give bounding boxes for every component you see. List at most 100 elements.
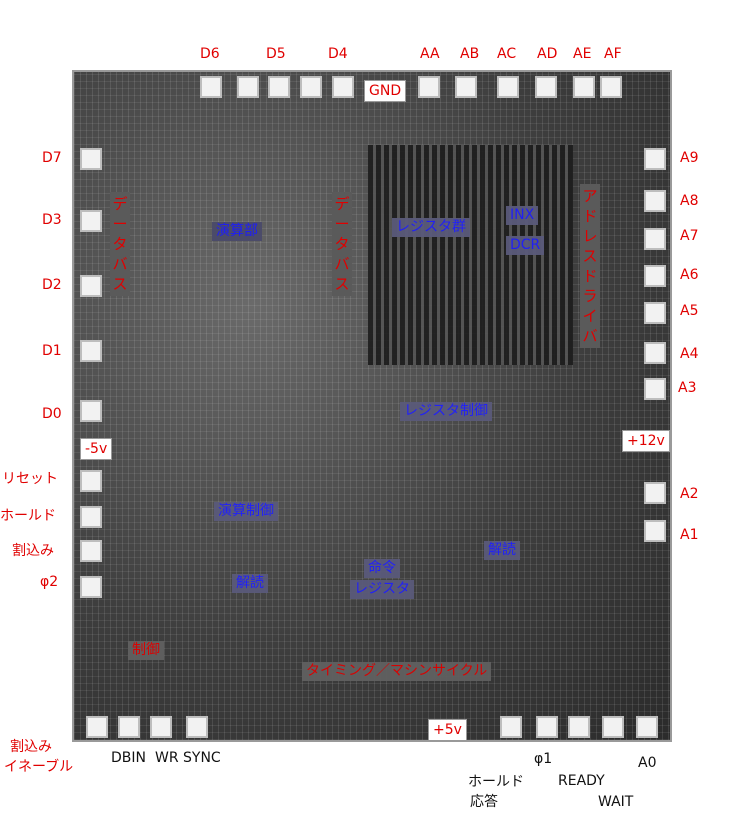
- pin-label-d6: D6: [200, 46, 220, 62]
- databus_mid-char: ー: [334, 215, 350, 233]
- block-dcr: DCR: [506, 236, 545, 255]
- bonding-pad: [500, 716, 522, 738]
- bonding-pad: [573, 76, 595, 98]
- pin-label-d2: D2: [42, 277, 62, 293]
- bonding-pad: [80, 540, 102, 562]
- bonding-pad: [80, 148, 102, 170]
- bonding-pad: [86, 716, 108, 738]
- pin-label-interrupt: 割込み: [12, 543, 54, 559]
- pin-label-sync: SYNC: [183, 750, 221, 766]
- block-inx: INX: [506, 206, 539, 225]
- bonding-pad: [644, 265, 666, 287]
- pin-label-wait: WAIT: [598, 794, 634, 810]
- databus_mid-char: タ: [334, 235, 350, 253]
- bonding-pad: [536, 716, 558, 738]
- addr_driver-char: ド: [582, 267, 598, 285]
- bonding-pad: [644, 482, 666, 504]
- pin-label-ac: AC: [497, 46, 517, 62]
- bonding-pad: [237, 76, 259, 98]
- pin-label-a1: A1: [680, 527, 699, 543]
- bonding-pad: [644, 190, 666, 212]
- databus_left-char: ー: [112, 215, 128, 233]
- pin-label-wr: WR: [155, 750, 179, 766]
- pin-label-ad: AD: [537, 46, 558, 62]
- block-databus-mid: データバス: [332, 192, 352, 296]
- pin-label-phi2: φ2: [40, 574, 59, 590]
- bonding-pad: [644, 342, 666, 364]
- pin-label-ready: READY: [558, 773, 605, 789]
- bonding-pad: [332, 76, 354, 98]
- block-alu-control: 演算制御: [214, 502, 278, 521]
- pin-label-a9: A9: [680, 150, 699, 166]
- bonding-pad: [644, 228, 666, 250]
- block-instr-reg-2: レジスタ: [350, 580, 414, 599]
- pin-label-hold-ack-1: ホールド: [468, 774, 524, 790]
- gnd-label: GND: [364, 80, 407, 102]
- bonding-pad: [80, 470, 102, 492]
- pin-label-d5: D5: [266, 46, 286, 62]
- block-address-driver: アドレスドライバ: [580, 184, 600, 348]
- pin-label-a6: A6: [680, 267, 699, 283]
- bonding-pad: [150, 716, 172, 738]
- bonding-pad: [268, 76, 290, 98]
- bonding-pad: [80, 576, 102, 598]
- bonding-pad: [644, 520, 666, 542]
- block-register-control: レジスタ制御: [400, 402, 492, 421]
- block-control: 制御: [128, 641, 164, 660]
- block-register-group: レジスタ群: [392, 218, 470, 237]
- bonding-pad: [644, 148, 666, 170]
- pin-label-a4: A4: [680, 346, 699, 362]
- bonding-pad: [80, 275, 102, 297]
- pin-label-d7: D7: [42, 150, 62, 166]
- pin-label-phi1: φ1: [534, 751, 553, 767]
- pin-label-a2: A2: [680, 486, 699, 502]
- bonding-pad: [602, 716, 624, 738]
- block-instr-reg-1: 命令: [364, 559, 400, 578]
- pin-label-ae: AE: [573, 46, 592, 62]
- pin-label-dbin: DBIN: [111, 750, 146, 766]
- bonding-pad: [644, 378, 666, 400]
- databus_mid-char: ス: [334, 275, 350, 293]
- databus_left-char: バ: [112, 255, 128, 273]
- pin-label-a7: A7: [680, 228, 699, 244]
- plus5v-label: +5v: [428, 719, 467, 741]
- pin-label-d4: D4: [328, 46, 348, 62]
- block-decode-left: 解読: [232, 574, 268, 593]
- pin-label-reset: リセット: [2, 471, 58, 487]
- databus_left-char: デ: [112, 195, 128, 213]
- bonding-pad: [118, 716, 140, 738]
- addr_driver-char: レ: [582, 227, 598, 245]
- pin-label-a0: A0: [638, 755, 657, 771]
- pin-label-af: AF: [604, 46, 622, 62]
- databus_left-char: タ: [112, 235, 128, 253]
- pin-label-ab: AB: [460, 46, 480, 62]
- pin-label-d1: D1: [42, 343, 62, 359]
- addr_driver-char: ア: [582, 187, 598, 205]
- pin-label-a3: A3: [678, 380, 697, 396]
- bonding-pad: [186, 716, 208, 738]
- plus12v-label: +12v: [622, 430, 670, 452]
- pin-label-d0: D0: [42, 406, 62, 422]
- addr_driver-char: ス: [582, 247, 598, 265]
- addr_driver-char: イ: [582, 307, 598, 325]
- pin-label-int-enable-1: 割込み: [10, 739, 52, 755]
- block-databus-left: データバス: [110, 192, 130, 296]
- block-timing: タイミング／マシンサイクル: [302, 662, 492, 681]
- bonding-pad: [80, 506, 102, 528]
- register-array-texture: [368, 145, 573, 365]
- databus_mid-char: バ: [334, 255, 350, 273]
- bonding-pad: [300, 76, 322, 98]
- bonding-pad: [80, 400, 102, 422]
- addr_driver-char: ラ: [582, 287, 598, 305]
- bonding-pad: [568, 716, 590, 738]
- pin-label-a5: A5: [680, 303, 699, 319]
- bonding-pad: [644, 302, 666, 324]
- block-alu: 演算部: [212, 222, 262, 241]
- pin-label-d3: D3: [42, 212, 62, 228]
- bonding-pad: [600, 76, 622, 98]
- bonding-pad: [535, 76, 557, 98]
- databus_left-char: ス: [112, 275, 128, 293]
- bonding-pad: [497, 76, 519, 98]
- addr_driver-char: ド: [582, 207, 598, 225]
- addr_driver-char: バ: [582, 327, 598, 345]
